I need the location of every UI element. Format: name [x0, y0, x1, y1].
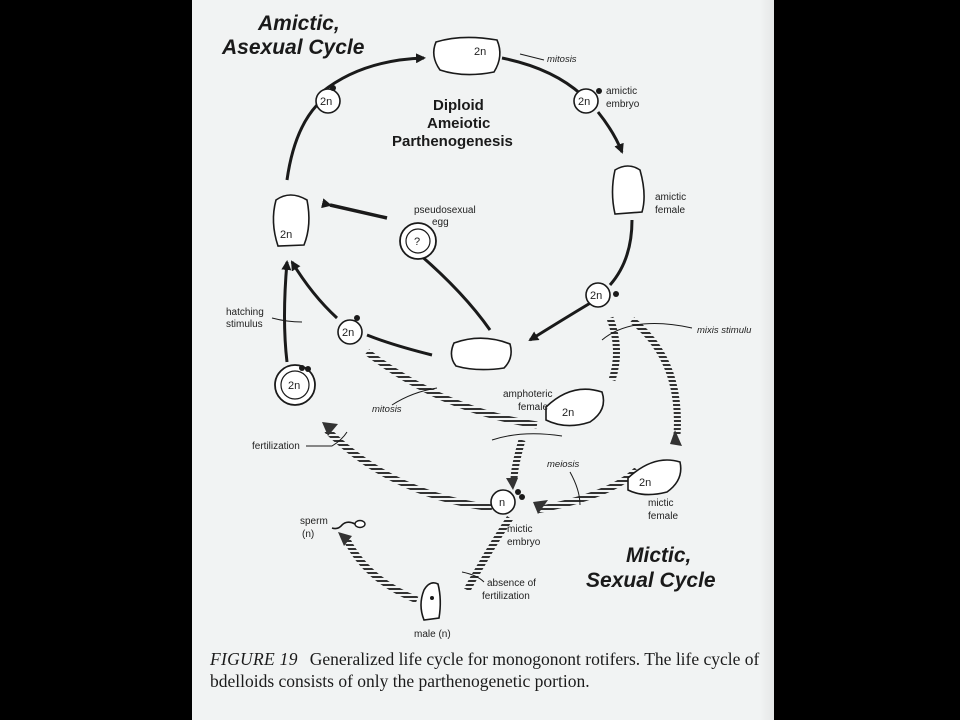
- sperm-label-1: sperm: [300, 516, 328, 527]
- amphoteric-female-label-1: amphoteric: [503, 389, 552, 400]
- mixis-stimulus-label: mixis stimulu: [697, 325, 752, 336]
- amictic-embryo: 2n: [573, 88, 602, 114]
- female-left: 2n: [272, 194, 310, 247]
- center-label-line2: Ameiotic: [427, 115, 490, 132]
- amictic-female-label-1: amictic: [655, 192, 686, 203]
- male-label: male (n): [414, 629, 451, 640]
- amictic-female: [611, 165, 645, 215]
- figure-caption-text: Generalized life cycle for monogonont ro…: [210, 649, 760, 691]
- amictic-title-line1: Amictic,: [257, 12, 340, 35]
- female-left-ploidy: 2n: [280, 229, 292, 241]
- amictic-embryo-ploidy: 2n: [578, 96, 590, 108]
- pseudosexual-egg-label-1: pseudosexual: [414, 205, 476, 216]
- embryo-left-middle-ploidy: 2n: [342, 327, 354, 339]
- amphoteric-female-ploidy: 2n: [562, 407, 574, 419]
- female-middle: [450, 337, 512, 371]
- amictic-embryo-label-1: amictic: [606, 86, 637, 97]
- mictic-title-line2: Sexual Cycle: [586, 569, 716, 592]
- embryo-top-left: 2n: [315, 85, 341, 114]
- embryo-left-middle: 2n: [337, 315, 363, 345]
- amphoteric-female: 2n: [545, 388, 605, 427]
- amphoteric-female-label-2: female: [518, 402, 548, 413]
- mictic-female-label-1: mictic: [648, 498, 674, 509]
- cell-top-ploidy: 2n: [474, 46, 486, 58]
- mictic-female: 2n: [627, 459, 682, 496]
- amictic-female-label-2: female: [655, 205, 685, 216]
- mictic-female-label-2: female: [648, 511, 678, 522]
- sperm: [331, 519, 366, 530]
- rotifer-life-cycle-diagram: Amictic, Asexual Cycle Mictic, Sexual Cy…: [221, 12, 752, 640]
- male: [420, 582, 442, 621]
- embryo-top-left-ploidy: 2n: [320, 96, 332, 108]
- absence-fertilization-label-2: fertilization: [482, 591, 530, 602]
- center-label-line3: Parthenogenesis: [392, 133, 513, 150]
- embryo-right-lower: 2n: [585, 282, 619, 308]
- mitosis-top-label: mitosis: [547, 54, 577, 65]
- pseudosexual-egg-label-2: egg: [432, 217, 449, 228]
- mictic-embryo-label-1: mictic: [507, 524, 533, 535]
- hatching-stimulus-label-2: stimulus: [226, 319, 263, 330]
- sperm-label-2: (n): [302, 529, 314, 540]
- absence-fertilization-label-1: absence of: [487, 578, 536, 589]
- page-edge-shadow: [760, 0, 774, 720]
- mictic-embryo-ploidy: n: [499, 497, 505, 509]
- figure-number: FIGURE 19: [210, 649, 298, 669]
- pseudosexual-egg: ?: [399, 222, 437, 260]
- fertilization-label: fertilization: [252, 441, 300, 452]
- resting-egg: 2n: [274, 364, 316, 406]
- meiosis-label: meiosis: [547, 459, 579, 470]
- mictic-embryo-label-2: embryo: [507, 537, 541, 548]
- amictic-title-line2: Asexual Cycle: [221, 36, 365, 59]
- amictic-adult-top: 2n: [432, 36, 501, 76]
- mitosis-lower-label: mitosis: [372, 404, 402, 415]
- pseudosexual-egg-question: ?: [414, 236, 420, 248]
- mictic-arrow-heads: [322, 422, 682, 546]
- mictic-embryo: n: [490, 489, 525, 515]
- mictic-female-ploidy: 2n: [639, 477, 651, 489]
- hatching-stimulus-label-1: hatching: [226, 307, 264, 318]
- mictic-title-line1: Mictic,: [626, 544, 691, 567]
- center-label-line1: Diploid: [433, 97, 484, 114]
- embryo-right-lower-ploidy: 2n: [590, 290, 602, 302]
- amictic-embryo-label-2: embryo: [606, 99, 640, 110]
- mictic-cycle-arrows: [324, 316, 681, 604]
- resting-egg-ploidy: 2n: [288, 380, 300, 392]
- book-page: Amictic, Asexual Cycle Mictic, Sexual Cy…: [192, 0, 774, 720]
